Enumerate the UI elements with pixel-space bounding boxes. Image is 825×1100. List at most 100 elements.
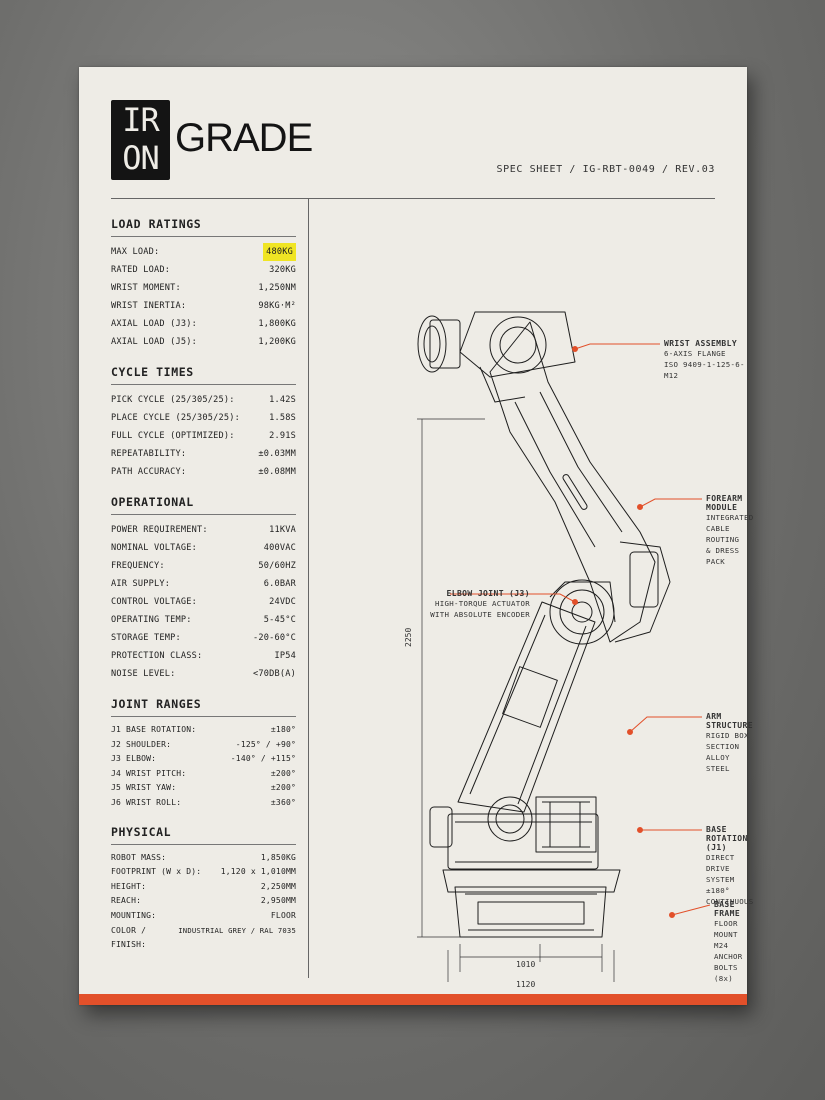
spec-value: ±200° (270, 783, 296, 793)
spec-value: INDUSTRIAL GREY / RAL 7035 (178, 925, 296, 935)
spec-row: NOISE LEVEL:<70DB(A) (111, 665, 296, 683)
section-title: JOINT RANGES (111, 697, 296, 717)
callout-line: & DRESS PACK (706, 546, 740, 566)
callout-title: ARM STRUCTURE (706, 712, 753, 730)
spec-row: FOOTPRINT (W x D): 1,120 x 1,010MM (111, 865, 296, 880)
spec-label: RATED LOAD: (111, 265, 171, 275)
spec-value: 1,250NM (258, 283, 296, 293)
spec-row: REPEATABILITY:±0.03MM (111, 445, 296, 463)
spec-value: 1,120 x 1,010MM (220, 867, 296, 877)
spec-value: -125° / +90° (235, 739, 296, 749)
callout-title: WRIST ASSEMBLY (664, 339, 738, 348)
section-cycle-times: CYCLE TIMES PICK CYCLE (25/305/25): 1.42S… (111, 365, 296, 481)
callout-wrist-assembly: WRIST ASSEMBLY 6-AXIS FLANGE ISO 9409-1-… (664, 339, 747, 381)
spec-row: AXIAL LOAD (J5): 1,200KG (111, 333, 296, 351)
spec-label: J3 ELBOW: (111, 754, 157, 764)
spec-row: WRIST INERTIA:98KG·M² (111, 297, 296, 315)
spec-value: 1.42S (269, 395, 296, 405)
spec-value: ±360° (270, 797, 296, 807)
callout-line: FLOOR MOUNT (714, 919, 738, 939)
spec-label: FREQUENCY: (111, 561, 165, 571)
spec-value: 1,200KG (258, 337, 296, 347)
spec-value: -140° / +115° (230, 754, 296, 764)
callout-line: M24 ANCHOR BOLTS (8x) (714, 941, 743, 983)
spec-row: J4 WRIST PITCH: ±200° (111, 767, 296, 782)
spec-sheet-poster: IR ON GRADE SPEC SHEET / IG-RBT-0049 / R… (79, 67, 753, 1005)
spec-label: AIR SUPPLY: (111, 579, 171, 589)
spec-value: ±200° (270, 768, 296, 778)
spec-label: PROTECTION CLASS: (111, 651, 203, 661)
callout-elbow-joint: ELBOW JOINT (J3) HIGH-TORQUE ACTUATOR WI… (390, 589, 530, 620)
spec-label: ROBOT MASS: (111, 852, 167, 862)
spec-value: 6.0BAR (263, 579, 296, 589)
spec-row: COLOR / FINISH: INDUSTRIAL GREY / RAL 703… (111, 924, 296, 950)
spec-value: -20-60°C (253, 633, 296, 643)
dimension-base-width: 1120 (516, 980, 536, 989)
callout-base-frame: BASE FRAME FLOOR MOUNT M24 ANCHOR BOLTS … (714, 900, 747, 984)
spec-label: COLOR / FINISH: (111, 925, 147, 950)
spec-value: 1,850KG (260, 852, 296, 862)
spec-row: RATED LOAD:320KG (111, 261, 296, 279)
spec-value: 98KG·M² (258, 301, 296, 311)
callout-title: BASE FRAME (714, 900, 741, 918)
spec-value: IP54 (274, 651, 296, 661)
callout-line: ISO 9409-1-125-6-M12 (664, 360, 745, 380)
spec-label: CONTROL VOLTAGE: (111, 597, 197, 607)
spec-label: J2 SHOULDER: (111, 739, 172, 749)
spec-row: PICK CYCLE (25/305/25): 1.42S (111, 391, 296, 409)
spec-value: 24VDC (269, 597, 296, 607)
spec-row: HEIGHT: 2,250MM (111, 880, 296, 895)
spec-value: 5-45°C (263, 615, 296, 625)
dimension-height: 2250 (404, 627, 413, 647)
spec-label: OPERATING TEMP: (111, 615, 192, 625)
spec-value: <70DB(A) (253, 669, 296, 679)
callout-line: DIRECT DRIVE SYSTEM (706, 853, 735, 884)
spec-row: PLACE CYCLE (25/305/25): 1.58S (111, 409, 296, 427)
spec-value-highlighted: 480KG (263, 243, 296, 261)
spec-label: FOOTPRINT (W x D): (111, 867, 202, 877)
spec-row: NOMINAL VOLTAGE:400VAC (111, 539, 296, 557)
header-divider (111, 198, 715, 199)
callout-line: HIGH-TORQUE ACTUATOR (435, 599, 530, 608)
spec-label: MAX LOAD: (111, 247, 160, 257)
spec-row: J1 BASE ROTATION:±180° (111, 723, 296, 738)
callout-line: INTEGRATED CABLE ROUTING (706, 513, 754, 544)
callout-title: BASE ROTATION (J1) (706, 825, 748, 852)
callout-line: WITH ABSOLUTE ENCODER (430, 610, 530, 619)
callout-line: RIGID BOX SECTION (706, 731, 749, 751)
spec-label: HEIGHT: (111, 881, 147, 891)
callout-title: FOREARM MODULE (706, 494, 743, 512)
logo-wordmark: GRADE (175, 116, 313, 160)
spec-label: PICK CYCLE (25/305/25): (111, 395, 235, 405)
spec-label: J5 WRIST YAW: (111, 783, 177, 793)
spec-value: 1.58S (269, 413, 296, 423)
section-title: LOAD RATINGS (111, 217, 296, 237)
spec-value: ±0.03MM (258, 449, 296, 459)
spec-row: POWER REQUIREMENT:11KVA (111, 521, 296, 539)
spec-label: PLACE CYCLE (25/305/25): (111, 413, 240, 423)
callout-arm-structure: ARM STRUCTURE RIGID BOX SECTION ALLOY ST… (706, 712, 753, 774)
spec-value: 2.91S (269, 431, 296, 441)
section-title: CYCLE TIMES (111, 365, 296, 385)
spec-value: 2,250MM (260, 881, 296, 891)
logo-mark: IR ON (111, 100, 170, 180)
spec-row: AIR SUPPLY: 6.0BAR (111, 575, 296, 593)
spec-table: LOAD RATINGS MAX LOAD: 480KG RATED LOAD:3… (111, 217, 296, 952)
spec-value: 1,800KG (258, 319, 296, 329)
spec-label: STORAGE TEMP: (111, 633, 181, 643)
spec-row: J3 ELBOW: -140° / +115° (111, 752, 296, 767)
spec-row: CONTROL VOLTAGE: 24VDC (111, 593, 296, 611)
logo-mark-line1: IR (122, 101, 160, 139)
spec-label: AXIAL LOAD (J5): (111, 337, 197, 347)
spec-row: REACH:2,950MM (111, 894, 296, 909)
spec-row: J6 WRIST ROLL:±360° (111, 796, 296, 811)
spec-value: 50/60HZ (258, 561, 296, 571)
spec-label: J4 WRIST PITCH: (111, 768, 187, 778)
spec-label: REACH: (111, 896, 142, 906)
callout-base-rotation: BASE ROTATION (J1) DIRECT DRIVE SYSTEM ±… (706, 825, 754, 907)
robot-technical-drawing: WRIST ASSEMBLY 6-AXIS FLANGE ISO 9409-1-… (310, 202, 753, 989)
spec-row: J5 WRIST YAW: ±200° (111, 781, 296, 796)
spec-row: J2 SHOULDER: -125° / +90° (111, 738, 296, 753)
spec-label: POWER REQUIREMENT: (111, 525, 208, 535)
spec-row: OPERATING TEMP: 5-45°C (111, 611, 296, 629)
